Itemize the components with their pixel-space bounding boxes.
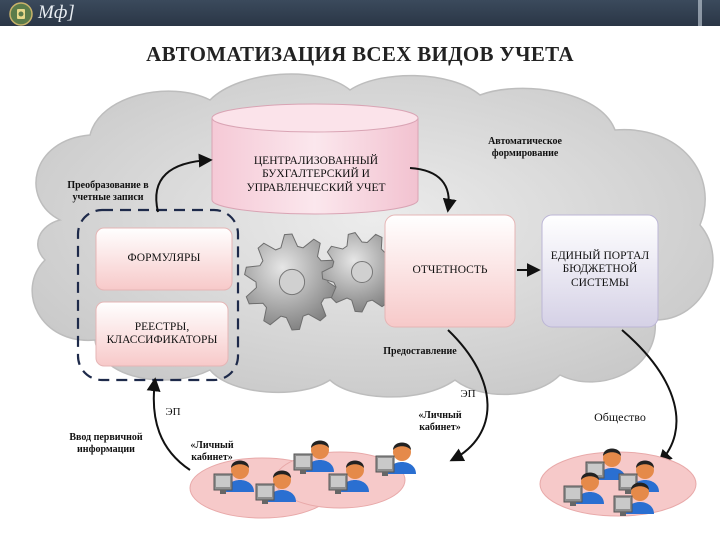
emblem-icon [9, 2, 33, 26]
ep-left-label: ЭП [165, 406, 181, 418]
personal-cabinet-left-label: «Личный кабинет» [190, 440, 234, 463]
portal-label: ЕДИНЫЙ ПОРТАЛ БЮДЖЕТНОЙ СИСТЕМЫ [550, 250, 650, 289]
arrow-conversion [155, 153, 213, 213]
providing-label: Предоставление [383, 346, 457, 357]
ep-right-label: ЭП [460, 388, 476, 400]
formulars-box [95, 227, 233, 291]
top-bar-accent [698, 0, 702, 26]
personal-cabinet-right-label: «Личный кабинет» [418, 410, 462, 433]
central-accounting-cylinder [211, 103, 419, 215]
arrow-society [621, 329, 678, 465]
portal-box [541, 214, 659, 328]
reporting-label: ОТЧЕТНОСТЬ [412, 264, 488, 277]
user-at-computer-icon [563, 472, 604, 506]
gear-hole-1 [278, 268, 306, 296]
gear-hole-2 [351, 261, 373, 283]
user-at-computer-icon [613, 482, 654, 516]
user-at-computer-icon [293, 440, 334, 474]
user-at-computer-icon [375, 442, 416, 476]
user-at-computer-icon [328, 460, 369, 494]
reporting-box [384, 214, 516, 328]
user-at-computer-icon [255, 470, 296, 504]
logo-text: Мф] [38, 2, 75, 23]
formulars-label: ФОРМУЛЯРЫ [127, 252, 201, 265]
central-accounting-label: ЦЕНТРАЛИЗОВАННЫЙ БУХГАЛТЕРСКИЙ И УПРАВЛЕ… [246, 155, 386, 194]
page-title: АВТОМАТИЗАЦИЯ ВСЕХ ВИДОВ УЧЕТА [146, 42, 574, 66]
arrow-providing [447, 329, 489, 462]
conversion-label: Преобразование в учетные записи [67, 180, 149, 203]
top-bar [0, 0, 720, 26]
auto-forming-label: Автоматическое формирование [488, 136, 562, 159]
arrow-primary-input [146, 377, 191, 471]
user-at-computer-icon [213, 460, 254, 494]
society-label: Общество [594, 410, 646, 424]
registers-label: РЕЕСТРЫ, КЛАССИФИКАТОРЫ [106, 320, 218, 346]
primary-input-label: Ввод первичной информации [69, 432, 143, 455]
registers-box [95, 301, 229, 367]
users-group [213, 440, 659, 516]
arrow-auto-forming [409, 167, 457, 213]
gears-icon [244, 232, 402, 331]
